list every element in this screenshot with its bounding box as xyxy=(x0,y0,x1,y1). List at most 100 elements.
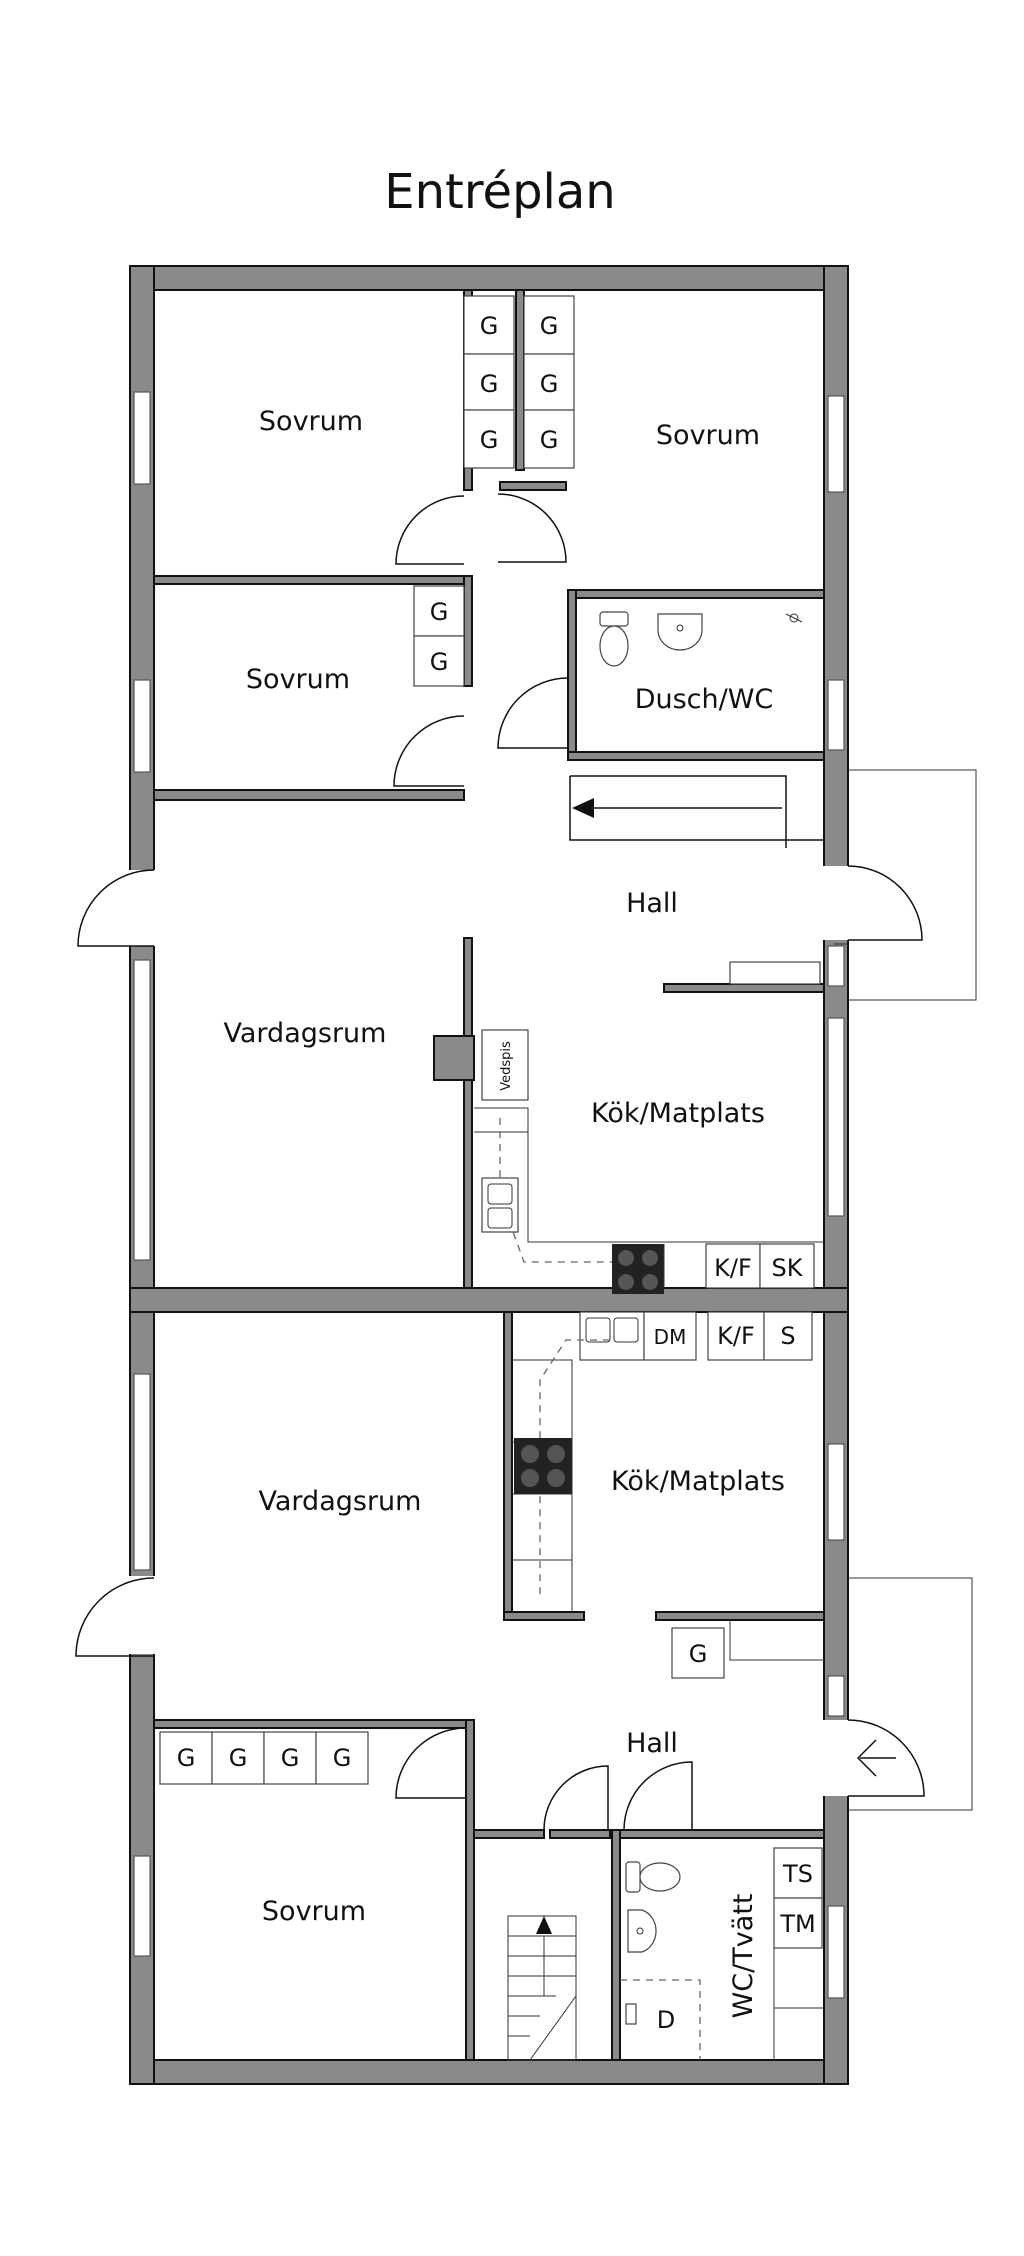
d-label: D xyxy=(657,2006,675,2034)
room-kok-1: Kök/Matplats xyxy=(591,1098,765,1129)
room-dusch-wc: Dusch/WC xyxy=(635,684,774,715)
doors xyxy=(75,493,925,1831)
storage-s xyxy=(763,1311,813,1361)
sink-2-icon xyxy=(627,1909,657,1953)
room-kok-2: Kök/Matplats xyxy=(611,1466,785,1497)
fridge-freezer-2 xyxy=(707,1311,765,1361)
outer-wall-bottom xyxy=(129,2059,849,2085)
door-dusch-wc xyxy=(497,677,569,749)
wall-sovrum2-vardagsrum xyxy=(153,789,465,801)
window-left-4 xyxy=(133,1373,151,1571)
fridge-freezer-2-label: K/F xyxy=(717,1322,755,1350)
window-right-2 xyxy=(827,679,845,751)
porches xyxy=(834,769,977,1811)
stair-up-arrow-icon xyxy=(536,1916,552,1934)
arrow-left-icon xyxy=(856,1739,896,1777)
stove-icon xyxy=(612,1244,664,1294)
kitchen-2-counters: DM K/F S xyxy=(512,1311,813,1612)
wall-stair-top xyxy=(473,1829,545,1839)
door-entry-right-lower xyxy=(847,1719,925,1797)
wall-stair-right xyxy=(611,1829,621,2061)
washing-machine xyxy=(773,1897,823,1949)
wall-hall-shelf xyxy=(663,983,825,993)
wardrobes-upper-left: G G G xyxy=(463,295,515,469)
hall-ramp xyxy=(569,775,824,985)
window-right-3 xyxy=(827,945,845,987)
staircase xyxy=(507,1915,577,2061)
wardrobe-label: G xyxy=(333,1744,352,1772)
wardrobes-sovrum-4: G G G G xyxy=(159,1731,369,1785)
door-wc-tvatt xyxy=(623,1761,693,1831)
dishwasher xyxy=(643,1311,697,1361)
door-sovrum-right xyxy=(497,493,567,563)
room-hall-1: Hall xyxy=(626,888,678,919)
wardrobe-label: G xyxy=(177,1744,196,1772)
shower-icon xyxy=(785,613,803,623)
room-sovrum-2: Sovrum xyxy=(656,420,760,451)
window-left-1 xyxy=(133,391,151,485)
storage-s-label: S xyxy=(780,1322,795,1350)
sink-icon xyxy=(657,613,703,651)
wardrobe-label: G xyxy=(480,426,499,454)
cabinet-label: SK xyxy=(772,1254,804,1282)
window-right-6 xyxy=(827,1675,845,1717)
hall-2-fixtures: G xyxy=(671,1620,896,1777)
dryer-label: TS xyxy=(782,1860,813,1888)
wardrobe-label: G xyxy=(540,426,559,454)
dishwasher-label: DM xyxy=(654,1325,687,1349)
room-vardagsrum-2: Vardagsrum xyxy=(259,1486,422,1517)
kitchen-1-counters: K/F SK xyxy=(474,1107,824,1294)
wall-bath-left xyxy=(567,589,577,761)
wall-sovrum-right-bottom xyxy=(573,589,825,599)
walls xyxy=(129,265,849,2085)
room-labels: Sovrum Sovrum Sovrum Dusch/WC Hall Varda… xyxy=(224,406,785,2018)
woodstove-label: Vedspis xyxy=(499,1041,514,1091)
window-right-1 xyxy=(827,395,845,493)
plan-title: Entréplan xyxy=(384,164,615,220)
wall-hall2-top-right xyxy=(655,1611,825,1621)
door-stair xyxy=(543,1765,609,1831)
windows xyxy=(133,391,845,1999)
window-right-5 xyxy=(827,1443,845,1541)
wall-sovrum-right-entry xyxy=(499,481,567,491)
room-hall-2: Hall xyxy=(626,1728,678,1759)
stove-2-icon xyxy=(514,1438,572,1494)
wardrobes-sovrum-2: G G xyxy=(413,585,465,687)
window-right-7 xyxy=(827,1905,845,1999)
wall-wc-top-left xyxy=(549,1829,611,1839)
arrow-left-icon xyxy=(572,798,594,818)
wardrobe-label: G xyxy=(689,1640,708,1668)
door-entry-left-lower xyxy=(75,1577,155,1657)
window-left-3 xyxy=(133,959,151,1261)
wardrobe-label: G xyxy=(281,1744,300,1772)
bathroom-fixtures xyxy=(599,611,803,667)
wall-sovrum4-right xyxy=(465,1719,475,2061)
wall-chimney xyxy=(433,1035,475,1081)
door-entry-right-upper xyxy=(847,865,923,941)
door-entry-left-upper xyxy=(77,869,155,947)
wardrobe-label: G xyxy=(430,598,449,626)
kitchen-sink-icon xyxy=(481,1177,519,1233)
wardrobe-label: G xyxy=(229,1744,248,1772)
wall-closets-split xyxy=(515,289,525,471)
wall-kitchen2-bottom xyxy=(503,1611,585,1621)
wardrobe-label: G xyxy=(430,648,449,676)
wardrobe-label: G xyxy=(480,370,499,398)
wardrobe-label: G xyxy=(540,312,559,340)
wall-corridor-left-mid xyxy=(463,575,473,687)
wall-sovrum1-sovrum2 xyxy=(153,575,465,585)
washing-machine-label: TM xyxy=(779,1910,815,1938)
wall-sovrum4-top xyxy=(153,1719,475,1729)
wall-kitchen2-left xyxy=(503,1311,513,1621)
window-left-2 xyxy=(133,679,151,773)
dryer xyxy=(773,1847,823,1899)
room-sovrum-3: Sovrum xyxy=(246,664,350,695)
room-vardagsrum-1: Vardagsrum xyxy=(224,1018,387,1049)
outer-wall-top xyxy=(129,265,849,291)
room-wc-tvatt: WC/Tvätt xyxy=(728,1894,759,2019)
toilet-2-icon xyxy=(625,1861,681,1893)
window-right-4 xyxy=(827,1017,845,1217)
wall-wc-top xyxy=(619,1829,825,1839)
door-sovrum-2 xyxy=(393,715,465,787)
